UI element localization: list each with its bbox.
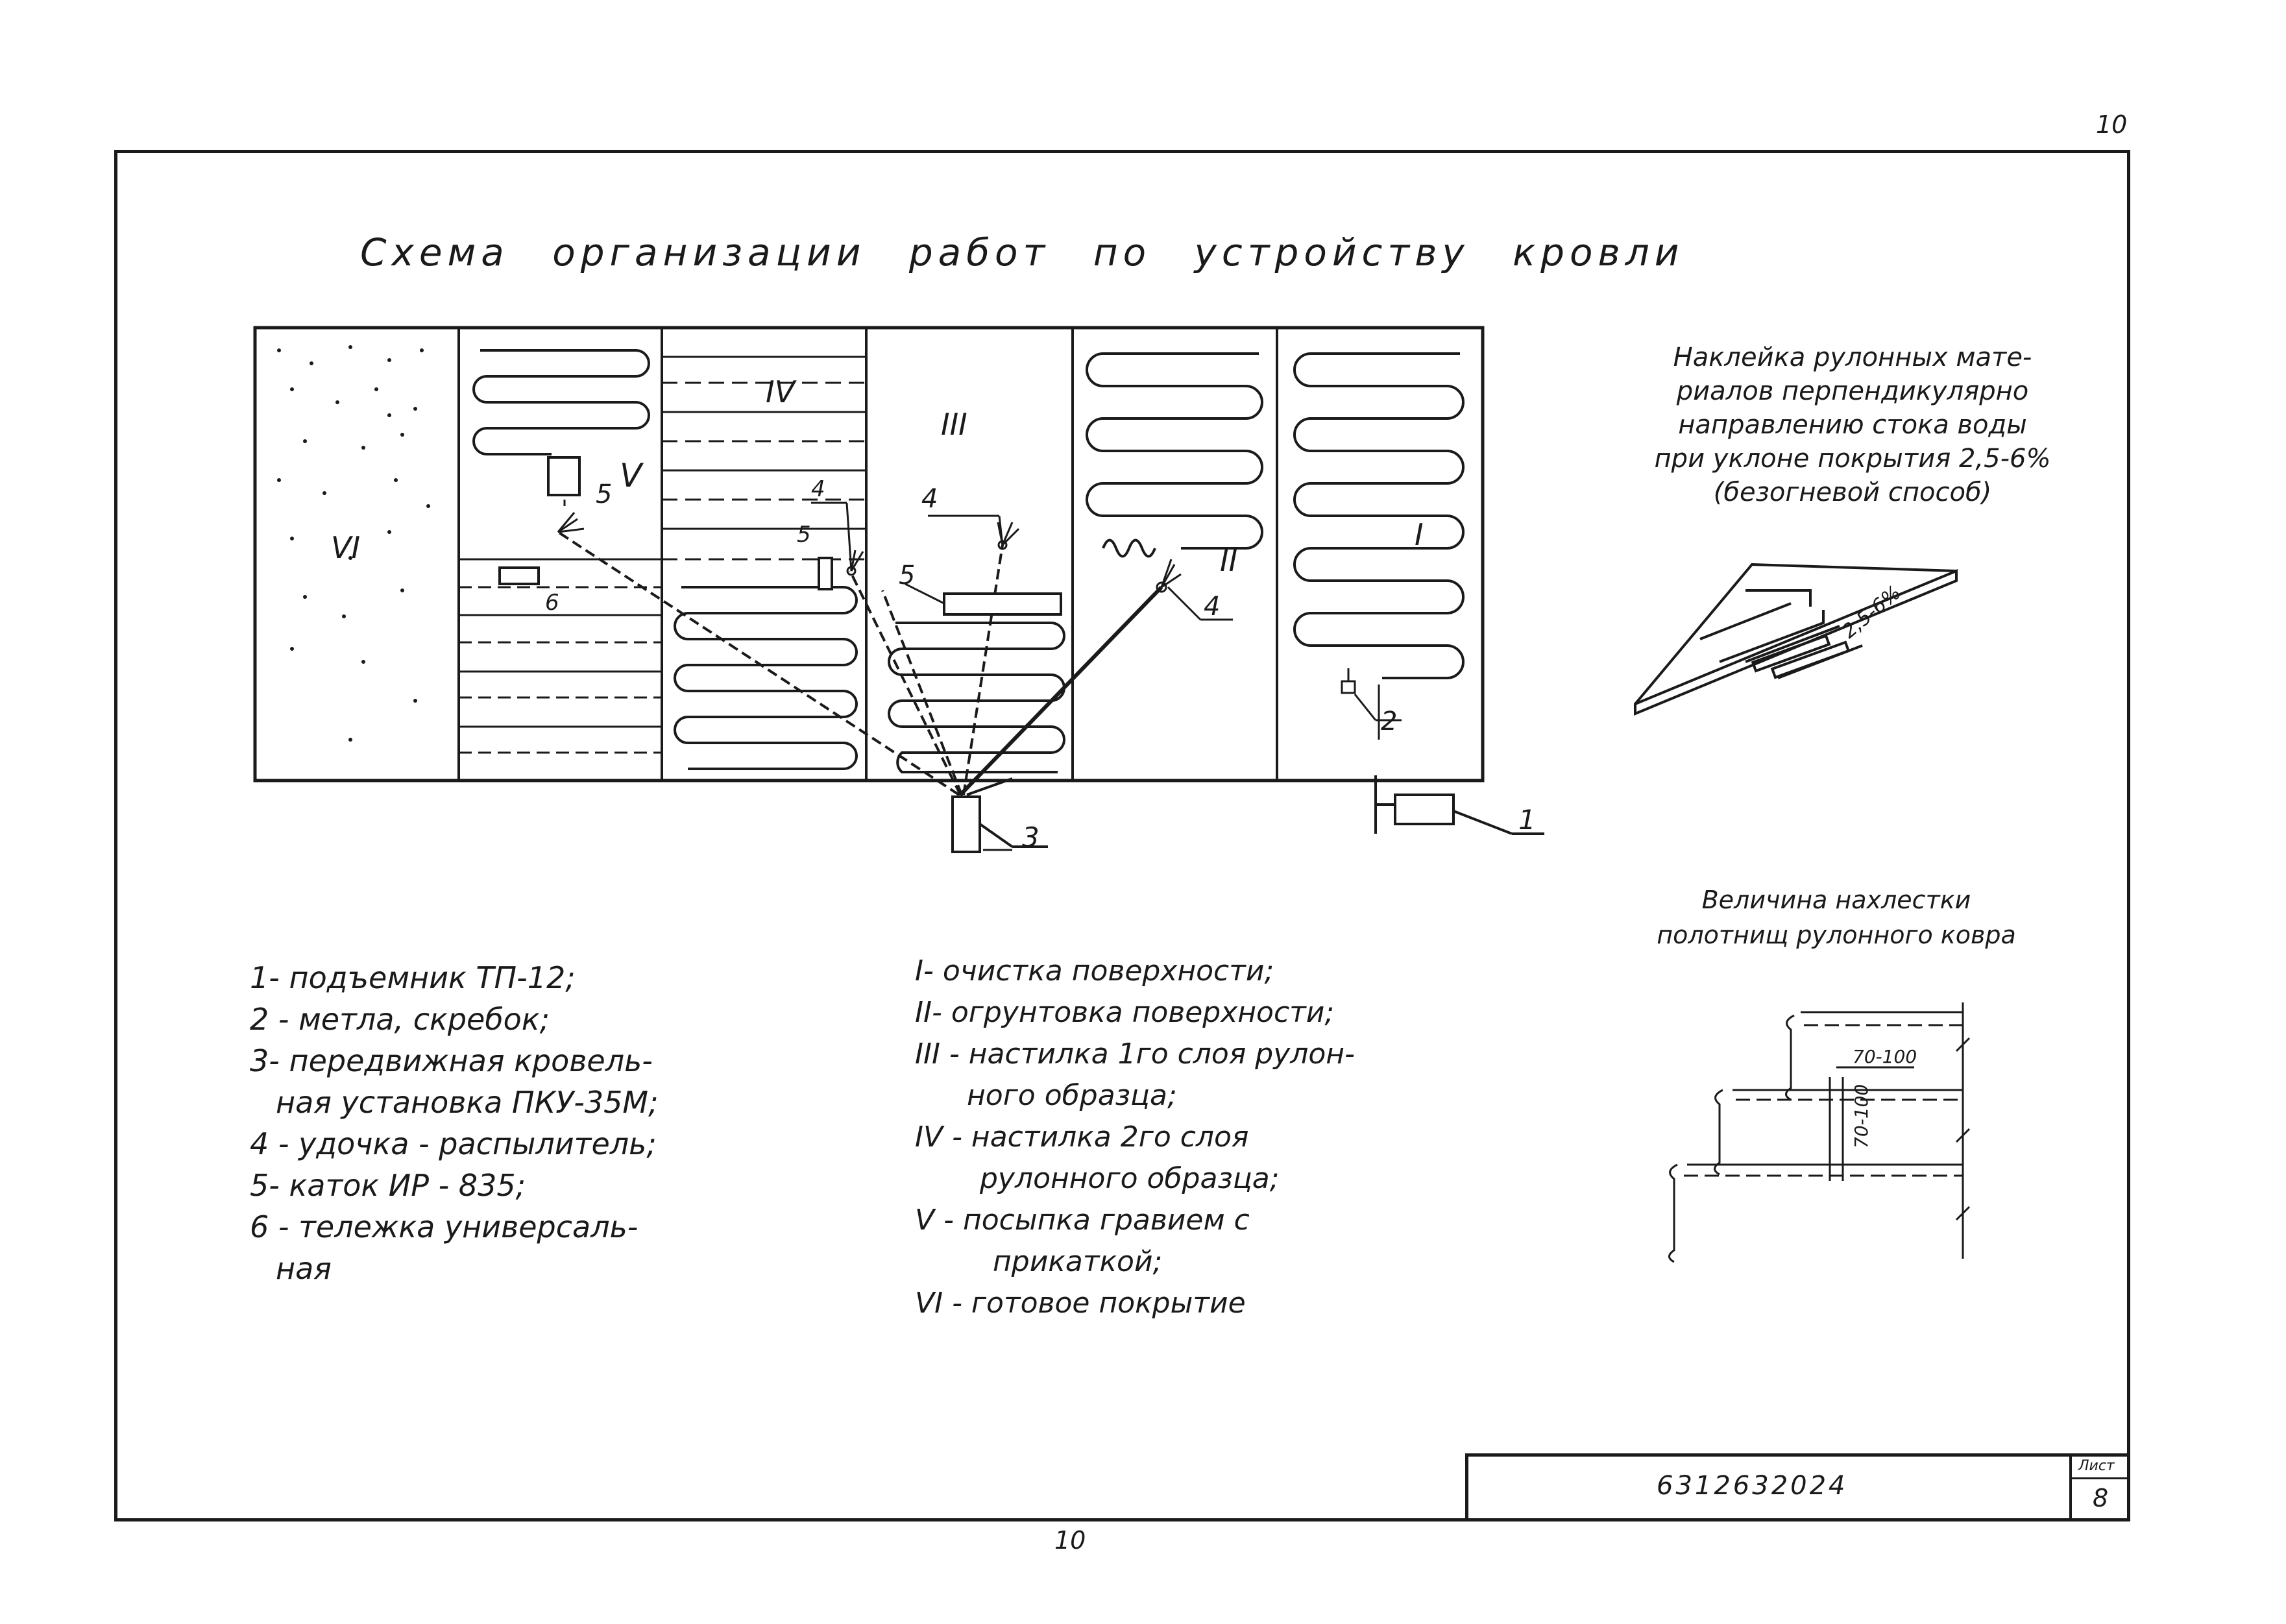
broom-scraper	[1341, 668, 1402, 740]
overlap-title: Величина нахлестки полотнищ рулонного ко…	[1603, 882, 2070, 952]
legend-item: 1- подъемник ТП-12;	[250, 960, 576, 995]
zone-label: IV	[766, 374, 797, 409]
legend-item: ная установка ПКУ-35М;	[276, 1085, 659, 1120]
roller-symbols	[498, 456, 1062, 616]
overlap-dim-vertical: 70-100	[1851, 1084, 1872, 1148]
stage-item: ного образца;	[967, 1079, 1177, 1112]
stage-item: IV - настилка 2го слоя	[915, 1121, 1249, 1154]
slope-label: 2,5-6%	[1838, 581, 1906, 643]
zone-ii-path	[1086, 352, 1263, 558]
callout-numbers: 1 2 3 4 4 4 5 5 5 6	[545, 476, 1536, 853]
sheet-number: 8	[2093, 1484, 2109, 1512]
stage-item: V - посыпка гравием с	[915, 1204, 1250, 1237]
note-line: при уклоне покрытия 2,5-6%	[1654, 444, 2051, 474]
stage-item: прикаткой;	[993, 1245, 1163, 1278]
gluing-note: Наклейка рулонных мате- риалов перпендик…	[1596, 341, 2109, 509]
note-line: (безогневой способ)	[1713, 478, 1992, 507]
callout-leaders	[563, 500, 1233, 851]
overlap-dim-horizontal: 70-100	[1853, 1046, 1917, 1067]
zone-label: I	[1415, 517, 1424, 552]
drawing-frame	[114, 150, 2130, 1521]
legend-item: 6 - тележка универсаль-	[250, 1209, 638, 1244]
svg-text:4: 4	[921, 484, 938, 514]
legend-item: 4 - удочка - распылитель;	[250, 1126, 657, 1161]
stage-item: VI - готовое покрытие	[915, 1287, 1246, 1320]
roofing-unit-pku35m	[557, 531, 1163, 853]
svg-text:4: 4	[811, 476, 825, 502]
stage-item: II- огрунтовка поверхности;	[915, 996, 1335, 1029]
legend-item: 5- каток ИР - 835;	[250, 1168, 526, 1203]
svg-text:4: 4	[1204, 592, 1220, 622]
zone-iv-layers	[662, 356, 866, 770]
svg-text:1: 1	[1518, 804, 1536, 836]
stage-item: I- очистка поверхности;	[915, 954, 1274, 988]
overlap-title-line: полотнищ рулонного ковра	[1657, 921, 2016, 949]
svg-text:3: 3	[1022, 821, 1040, 853]
svg-text:5: 5	[797, 522, 811, 548]
zone-labels: VI V IV III II I	[331, 374, 1424, 578]
zone-label: II	[1220, 543, 1237, 578]
note-line: риалов перпендикулярно	[1676, 376, 2029, 406]
sprayer-symbols	[557, 512, 1182, 593]
sheet-cell: Лист 8	[2069, 1457, 2130, 1521]
stage-item: рулонного образца;	[980, 1162, 1280, 1195]
note-line: направлению стока воды	[1678, 410, 2027, 440]
legend-item: ная	[276, 1251, 332, 1286]
legend-item: 3- передвижная кровель-	[250, 1043, 653, 1078]
zone-i-path	[1293, 352, 1465, 679]
zone-v-layers	[459, 349, 662, 754]
stages-legend: I- очистка поверхности; II- огрунтовка п…	[915, 951, 1355, 1324]
page-number-top: 10	[2096, 110, 2128, 139]
gravel-dots	[277, 345, 430, 742]
doc-code: 6312632024	[1657, 1471, 1848, 1501]
lift-tp12	[1374, 775, 1544, 835]
svg-text:6: 6	[545, 590, 559, 616]
zone-iii-layers	[888, 622, 1065, 773]
note-line: Наклейка рулонных мате-	[1673, 343, 2032, 372]
roof-outline	[253, 326, 1485, 782]
sheet-label: Лист	[2078, 1458, 2115, 1474]
legend-item: 2 - метла, скребок;	[250, 1002, 550, 1037]
zone-label: VI	[331, 530, 360, 565]
overlap-title-line: Величина нахлестки	[1701, 886, 1971, 914]
svg-text:5: 5	[899, 561, 915, 590]
overlap-detail	[1668, 1002, 1971, 1263]
svg-text:2: 2	[1381, 707, 1397, 736]
drawing-title: Схема организации работ по устройству кр…	[360, 230, 1684, 274]
equipment-legend: 1- подъемник ТП-12; 2 - метла, скребок; …	[250, 957, 659, 1289]
zone-label: III	[941, 407, 967, 442]
zone-label: V	[620, 457, 644, 494]
slope-sketch	[1634, 563, 1958, 716]
title-block: 6312632024 Лист 8	[1465, 1453, 2130, 1521]
stage-item: III - настилка 1го слоя рулон-	[915, 1037, 1355, 1071]
svg-text:5: 5	[596, 479, 612, 509]
page-number-bottom: 10	[1054, 1526, 1086, 1555]
